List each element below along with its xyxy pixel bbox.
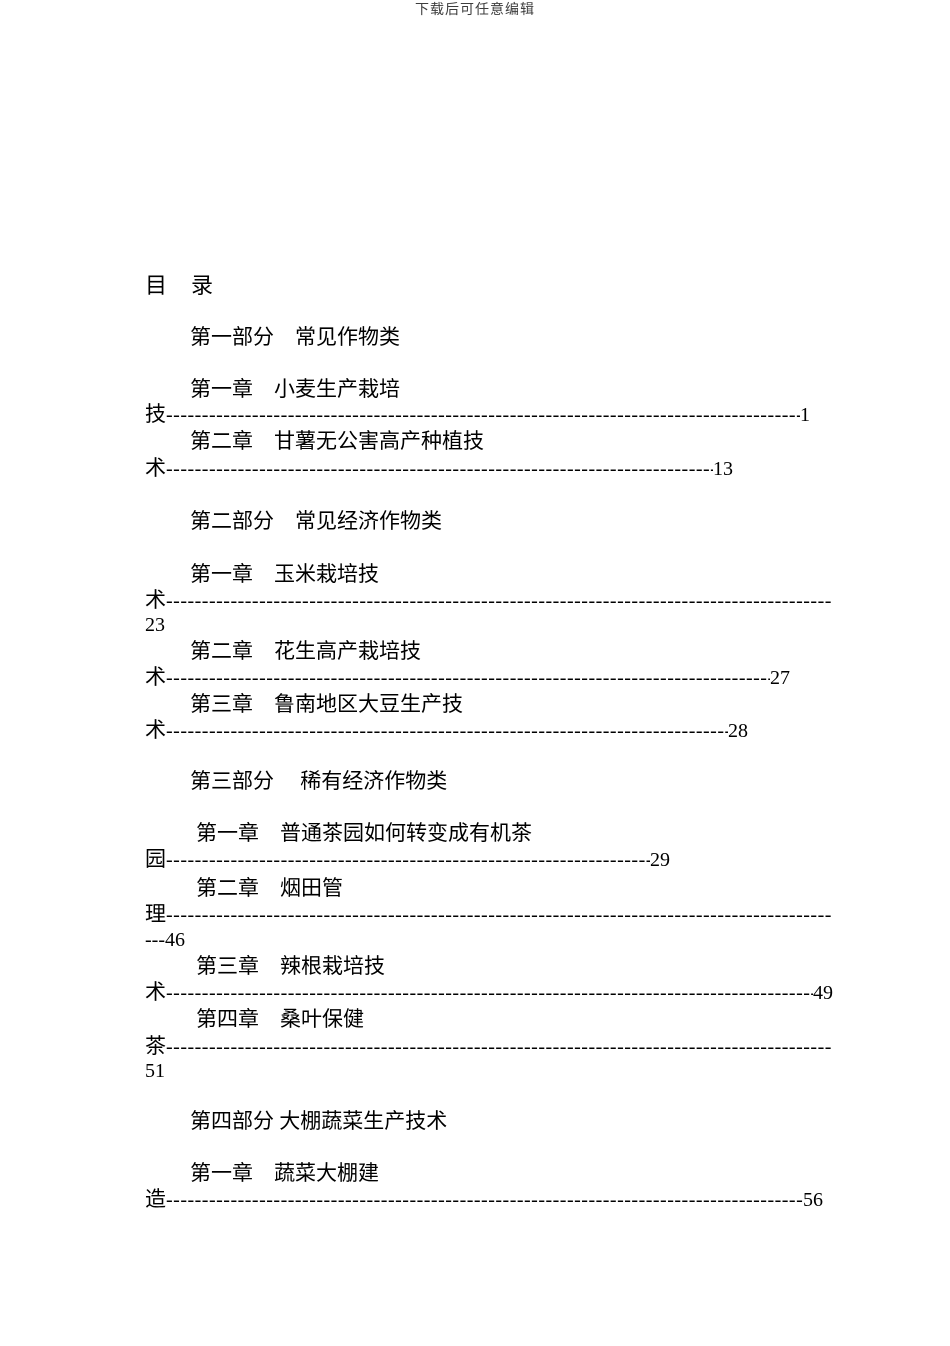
toc-part-title: 第二部分 常见经济作物类 xyxy=(190,509,442,533)
toc-page-number-line: 23 xyxy=(145,614,165,636)
toc-chapter-title: 第三章 辣根栽培技 xyxy=(196,954,385,978)
toc-chapter-title: 第二章 甘薯无公害高产种植技 xyxy=(190,429,484,453)
toc-leader-line: 技---------------------------------------… xyxy=(145,403,810,426)
toc-wrap-char: 术 xyxy=(145,980,166,1004)
toc-leader-line: 术---------------------------------------… xyxy=(145,457,733,480)
toc-page-number: 49 xyxy=(813,982,833,1004)
watermark-header-text: 下载后可任意编辑 xyxy=(415,3,535,18)
toc-leader-line: 造---------------------------------------… xyxy=(145,1188,823,1211)
toc-leader-line: 术---------------------------------------… xyxy=(145,981,833,1004)
toc-leader-line: 园---------------------------------------… xyxy=(145,848,670,871)
toc-page-number: 28 xyxy=(728,720,748,742)
toc-part-title: 第四部分 大棚蔬菜生产技术 xyxy=(190,1109,448,1133)
toc-dash-fill: ----------------------------------------… xyxy=(166,720,728,742)
toc-dash-fill: ----------------------------------------… xyxy=(166,904,832,926)
toc-dash-fill: ----------------------------------------… xyxy=(166,667,770,689)
toc-dash-fill: ----------------------------------------… xyxy=(166,849,650,871)
toc-leader-line: 术---------------------------------------… xyxy=(145,719,748,742)
toc-wrap-char: 术 xyxy=(145,718,166,742)
toc-part-title: 第三部分 稀有经济作物类 xyxy=(190,769,448,793)
toc-wrap-char: 理 xyxy=(145,902,166,926)
toc-part-title: 第一部分 常见作物类 xyxy=(190,325,400,349)
toc-dash-fill: ----------------------------------------… xyxy=(166,982,813,1004)
toc-chapter-title: 第一章 玉米栽培技 xyxy=(190,562,379,586)
toc-dash-fill: ----------------------------------------… xyxy=(166,590,832,612)
toc-chapter-title: 第三章 鲁南地区大豆生产技 xyxy=(190,692,463,716)
toc-dash-fill: ----------------------------------------… xyxy=(166,458,713,480)
toc-leader-line: 理---------------------------------------… xyxy=(145,903,832,926)
toc-wrap-char: 造 xyxy=(145,1187,166,1211)
toc-leader-line: 术---------------------------------------… xyxy=(145,589,832,612)
toc-wrap-char: 茶 xyxy=(145,1034,166,1058)
toc-chapter-title: 第二章 烟田管 xyxy=(196,876,343,900)
toc-wrap-char: 术 xyxy=(145,456,166,480)
toc-wrap-char: 术 xyxy=(145,588,166,612)
toc-chapter-title: 第一章 小麦生产栽培 xyxy=(190,377,400,401)
toc-page-number-line: 51 xyxy=(145,1060,165,1082)
toc-chapter-title: 第一章 蔬菜大棚建 xyxy=(190,1161,379,1185)
toc-page-number: 29 xyxy=(650,849,670,871)
toc-page-number: 1 xyxy=(800,404,810,426)
toc-leader-line: 术---------------------------------------… xyxy=(145,666,790,689)
toc-dash-fill: ----------------------------------------… xyxy=(166,1036,832,1058)
toc-title: 目 录 xyxy=(145,273,215,298)
toc-leader-line: 茶---------------------------------------… xyxy=(145,1035,832,1058)
toc-dash-fill: ----------------------------------------… xyxy=(166,1189,803,1211)
toc-wrap-char: 术 xyxy=(145,665,166,689)
toc-chapter-title: 第四章 桑叶保健 xyxy=(196,1007,364,1031)
toc-page-number: 56 xyxy=(803,1189,823,1211)
toc-page-number-line: ---46 xyxy=(145,929,185,951)
toc-chapter-title: 第二章 花生高产栽培技 xyxy=(190,639,421,663)
toc-wrap-char: 园 xyxy=(145,847,166,871)
toc-chapter-title: 第一章 普通茶园如何转变成有机茶 xyxy=(196,821,532,845)
toc-dash-fill: ----------------------------------------… xyxy=(166,404,800,426)
toc-wrap-char: 技 xyxy=(145,402,166,426)
toc-page-number: 13 xyxy=(713,458,733,480)
toc-page-number: 27 xyxy=(770,667,790,689)
